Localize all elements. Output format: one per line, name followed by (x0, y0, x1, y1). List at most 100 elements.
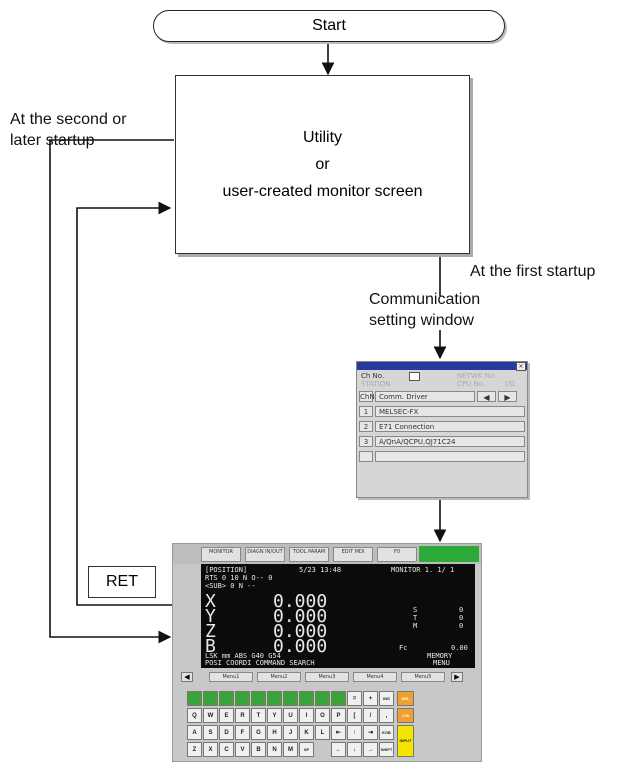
prev-arrow-icon[interactable]: ◀ (477, 391, 496, 402)
screen-memory: MEMORY (427, 652, 453, 660)
key-v[interactable]: V (235, 742, 250, 757)
menu-3[interactable]: Menu3 (305, 672, 349, 682)
key-t[interactable]: T (251, 708, 266, 723)
screen-menu: MENU (433, 659, 450, 667)
key-green[interactable] (251, 691, 266, 706)
key-j[interactable]: J (283, 725, 298, 740)
key-bracket[interactable]: [ (347, 708, 362, 723)
key-w[interactable]: W (203, 708, 218, 723)
label-second-startup-1: At the second or (10, 111, 127, 128)
key-green[interactable] (299, 691, 314, 706)
comm-header-row: ChNo Comm. Driver ◀ ▶ (359, 391, 525, 403)
menu-left-arrow-icon[interactable]: ◀ (181, 672, 193, 682)
key-ins[interactable]: INS (379, 691, 394, 706)
fkey-edit[interactable]: EDIT MDI (333, 547, 373, 562)
axis-x-value: 0.000 (273, 591, 328, 612)
key-f[interactable]: F (235, 725, 250, 740)
key-y[interactable]: Y (267, 708, 282, 723)
fkey-f0[interactable]: F0 (377, 547, 417, 562)
key-h[interactable]: H (267, 725, 282, 740)
key-right-icon[interactable]: → (363, 742, 378, 757)
ch-no-field[interactable] (409, 372, 420, 381)
key-shift[interactable]: SHIFT (379, 742, 394, 757)
utility-box: Utility or user-created monitor screen (175, 75, 470, 254)
key-plus[interactable]: + (363, 691, 378, 706)
fkey-monitor[interactable]: MONITOR (201, 547, 241, 562)
key-r[interactable]: R (235, 708, 250, 723)
key-green[interactable] (267, 691, 282, 706)
screen-mode: MONITOR 1. 1/ 1 (391, 566, 455, 574)
header-chno: ChNo (359, 391, 379, 402)
fkey-tool[interactable]: TOOL PARAM (289, 547, 329, 562)
axis-z: Z (205, 621, 216, 642)
key-k[interactable]: K (299, 725, 314, 740)
key-minus[interactable]: = (347, 691, 362, 706)
key-q[interactable]: Q (187, 708, 202, 723)
comm-row-no: 1 (359, 406, 373, 417)
key-a[interactable]: A (187, 725, 202, 740)
start-terminal: Start (153, 10, 505, 42)
key-down-icon[interactable]: ↓ (347, 742, 362, 757)
menu-right-arrow-icon[interactable]: ▶ (451, 672, 463, 682)
key-del[interactable]: DEL (397, 691, 414, 706)
key-green[interactable] (203, 691, 218, 706)
key-green[interactable] (235, 691, 250, 706)
key-o[interactable]: O (315, 708, 330, 723)
ret-label: RET (88, 566, 156, 598)
menu-4[interactable]: Menu4 (353, 672, 397, 682)
key-e[interactable]: E (219, 708, 234, 723)
axis-z-value: 0.000 (273, 621, 328, 642)
next-arrow-icon[interactable]: ▶ (498, 391, 517, 402)
key-up-icon[interactable]: ↑ (347, 725, 362, 740)
comm-row-driver: MELSEC-FX (375, 406, 525, 417)
key-p[interactable]: P (331, 708, 346, 723)
key-sp[interactable]: SP (299, 742, 314, 757)
status-lamp (419, 546, 479, 562)
key-eob[interactable]: EOB (379, 725, 394, 740)
key-green[interactable] (331, 691, 346, 706)
key-can[interactable]: C·B (397, 708, 414, 723)
communication-setting-window: × Ch No. NETWK No. STATION CPU No. I/O C… (356, 361, 528, 498)
comm-row-no (359, 451, 373, 462)
key-x[interactable]: X (203, 742, 218, 757)
key-green[interactable] (219, 691, 234, 706)
comm-row-2[interactable]: 2 E71 Connection (359, 421, 525, 433)
io-no-label: I/O (505, 380, 515, 388)
key-green[interactable] (315, 691, 330, 706)
key-tab-icon[interactable]: ⇥ (363, 725, 378, 740)
key-b[interactable]: B (251, 742, 266, 757)
keyboard: = + INS DEL Q W E R T Y U I O P [ / , C·… (187, 691, 473, 761)
fkey-diagn[interactable]: DIAGN IN/OUT (245, 547, 285, 562)
axis-y-value: 0.000 (273, 606, 328, 627)
arrow-second-startup (49, 139, 174, 644)
key-comma[interactable]: , (379, 708, 394, 723)
key-slash[interactable]: / (363, 708, 378, 723)
comm-row-4[interactable] (359, 451, 525, 463)
comm-row-1[interactable]: 1 MELSEC-FX (359, 406, 525, 418)
feed-label: Fc (399, 644, 408, 652)
key-back-icon[interactable]: ← (331, 742, 346, 757)
key-n[interactable]: N (267, 742, 282, 757)
key-d[interactable]: D (219, 725, 234, 740)
key-c[interactable]: C (219, 742, 234, 757)
key-z[interactable]: Z (187, 742, 202, 757)
key-i[interactable]: I (299, 708, 314, 723)
close-icon[interactable]: × (516, 362, 526, 371)
comm-row-3[interactable]: 3 A/QnA/QCPU,QJ71C24 (359, 436, 525, 448)
menu-2[interactable]: Menu2 (257, 672, 301, 682)
key-green[interactable] (283, 691, 298, 706)
key-green[interactable] (187, 691, 202, 706)
screen-line-3: <SUB> 0 N -- (205, 582, 256, 590)
cpu-no-label: CPU No. (457, 380, 486, 388)
key-input[interactable]: INPUT (397, 725, 414, 757)
menu-5[interactable]: Menu5 (401, 672, 445, 682)
menu-1[interactable]: Menu1 (209, 672, 253, 682)
key-u[interactable]: U (283, 708, 298, 723)
spindle-value: 0 (459, 606, 464, 614)
key-s[interactable]: S (203, 725, 218, 740)
key-m[interactable]: M (283, 742, 298, 757)
key-left-icon[interactable]: ⇤ (331, 725, 346, 740)
key-l[interactable]: L (315, 725, 330, 740)
key-g[interactable]: G (251, 725, 266, 740)
